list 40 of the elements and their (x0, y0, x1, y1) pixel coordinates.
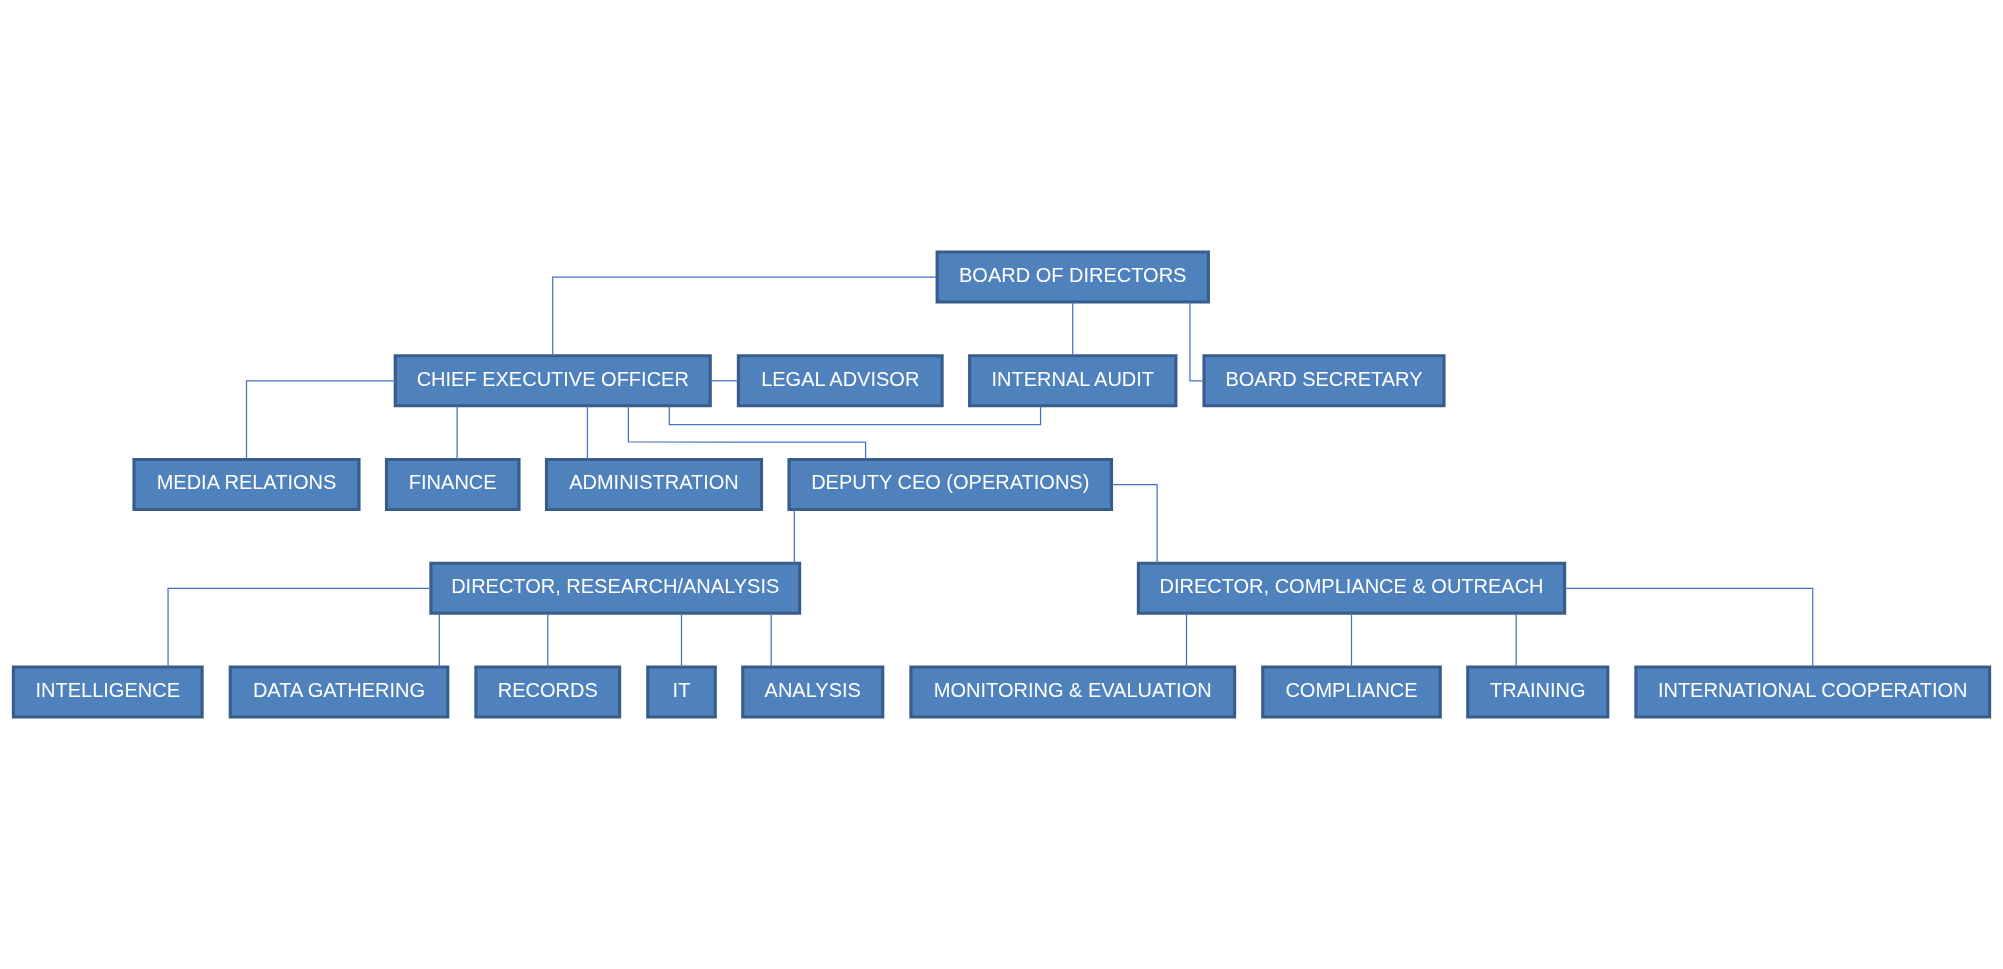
node-box: DEPUTY CEO (OPERATIONS) (787, 457, 1114, 512)
node-box: RECORDS (474, 665, 622, 719)
connector (1564, 587, 1814, 668)
node-box: INTERNATIONAL COOPERATION (1634, 665, 1992, 719)
connector (1185, 612, 1188, 668)
connector (167, 587, 432, 668)
connector (1072, 301, 1074, 357)
connector (709, 380, 739, 382)
connector (552, 276, 938, 357)
connector (793, 509, 795, 564)
node-box: MONITORING & EVALUATION (909, 665, 1237, 719)
connector (1350, 612, 1353, 668)
connector (586, 405, 589, 460)
node-box: COMPLIANCE (1261, 665, 1442, 719)
connector (668, 405, 1042, 426)
connector (1111, 483, 1158, 564)
node-box: TRAINING (1466, 665, 1610, 719)
node-box: DIRECTOR, COMPLIANCE & OUTREACH (1136, 561, 1567, 615)
connector (456, 405, 458, 460)
connector (1515, 612, 1517, 668)
node-box: INTERNAL AUDIT (968, 354, 1178, 408)
node-box: LEGAL ADVISOR (736, 354, 944, 408)
node-box: IT (646, 665, 717, 719)
node-box: ANALYSIS (741, 665, 885, 719)
node-box: INTELLIGENCE (11, 665, 204, 719)
node-box: CHIEF EXECUTIVE OFFICER (393, 354, 712, 408)
connector (547, 612, 549, 668)
node-box: MEDIA RELATIONS (132, 457, 361, 512)
node-box: BOARD SECRETARY (1202, 354, 1446, 408)
connector (438, 612, 440, 668)
connector (770, 612, 772, 668)
node-box: FINANCE (384, 457, 521, 512)
connector (1189, 301, 1205, 382)
connector (627, 405, 867, 460)
connector (245, 380, 396, 460)
node-box: BOARD OF DIRECTORS (935, 250, 1210, 304)
node-box: DIRECTOR, RESEARCH/ANALYSIS (429, 561, 802, 615)
connector (680, 612, 683, 668)
node-box: DATA GATHERING (228, 665, 450, 719)
node-box: ADMINISTRATION (544, 457, 764, 512)
